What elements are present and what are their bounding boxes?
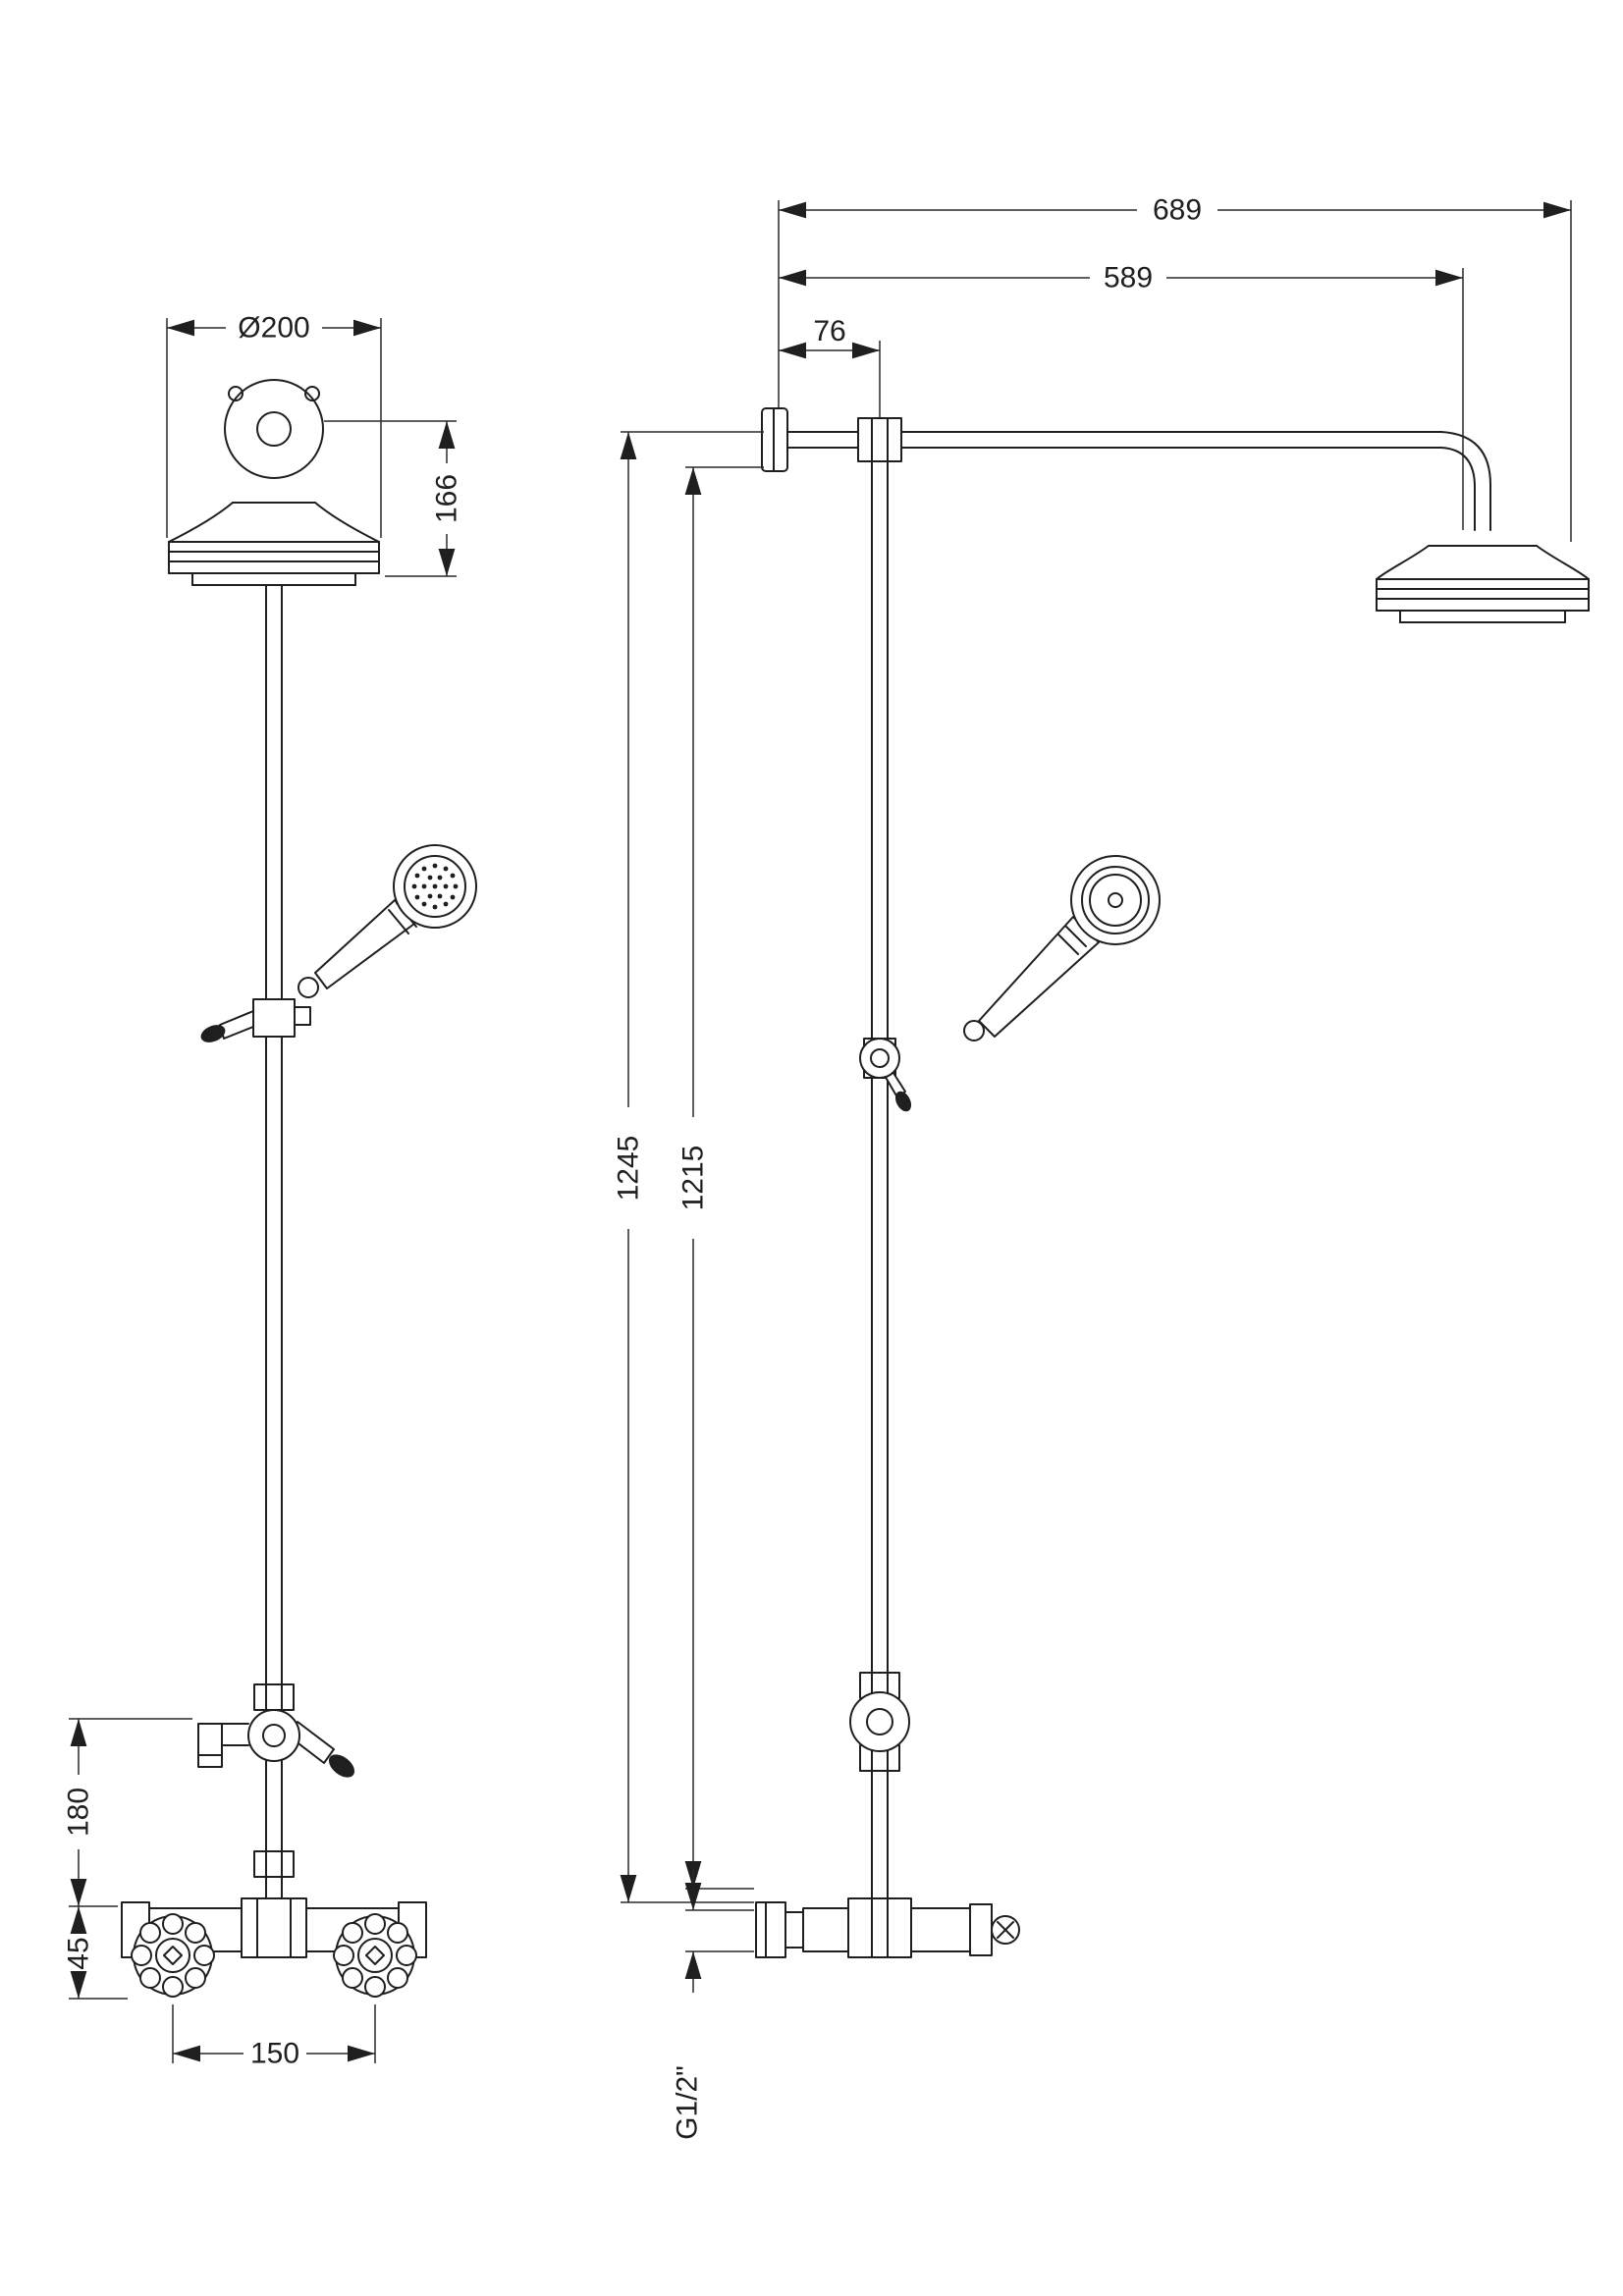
dim-180-label: 180 <box>63 1788 95 1837</box>
dim-arm-reach: 589 <box>779 262 1464 530</box>
dim-689-label: 689 <box>1153 194 1202 227</box>
dim-valve-offset: 45 <box>63 1906 128 2000</box>
dim-total-projection: 689 <box>778 194 1572 542</box>
diverter-side <box>849 1672 910 1772</box>
valve-wheel-right <box>333 1913 417 1998</box>
valve-wheel-left <box>131 1913 215 1998</box>
dim-1215-label: 1215 <box>677 1146 710 1211</box>
dim-wall-to-riser: 76 <box>779 315 881 420</box>
dim-589-label: 589 <box>1104 262 1153 294</box>
hand-shower-front <box>298 844 477 998</box>
dim-head-height: 166 <box>324 420 463 577</box>
valve-side <box>755 1897 1020 1958</box>
slider-bracket-front <box>200 998 311 1042</box>
dim-head-diameter: Ø200 <box>166 312 382 538</box>
dim-head-height-label: 166 <box>431 474 463 523</box>
wall-plate-side <box>761 407 788 472</box>
dim-inlet-thread: G1/2" <box>672 1869 754 2140</box>
dim-inlet-thread-label: G1/2" <box>672 2065 704 2140</box>
fixed-shower-head-front <box>168 502 380 586</box>
spray-face-dots <box>411 863 459 910</box>
dim-riser-inner-height: 1215 <box>677 466 764 1890</box>
dim-valve-to-diverter: 180 <box>63 1718 192 1907</box>
hand-shower-side <box>963 855 1161 1041</box>
side-view: 689 589 76 <box>613 194 1590 2140</box>
dim-150-label: 150 <box>250 2038 299 2070</box>
riser-pipe-side <box>857 417 902 1903</box>
dim-riser-height: 1245 <box>613 431 764 1903</box>
front-view: Ø200 1 <box>63 312 477 2070</box>
dim-head-diameter-label: Ø200 <box>238 312 309 345</box>
dim-45-label: 45 <box>63 1937 95 1969</box>
dim-1245-label: 1245 <box>613 1136 645 1201</box>
fixed-shower-head-side <box>1376 545 1590 623</box>
dim-76-label: 76 <box>813 315 845 347</box>
diverter-front <box>197 1683 355 1878</box>
slider-bracket-side <box>859 1038 912 1112</box>
ceiling-flange-front <box>224 379 324 479</box>
valve-front <box>121 1897 427 1998</box>
dim-valve-centres: 150 <box>172 2004 376 2070</box>
